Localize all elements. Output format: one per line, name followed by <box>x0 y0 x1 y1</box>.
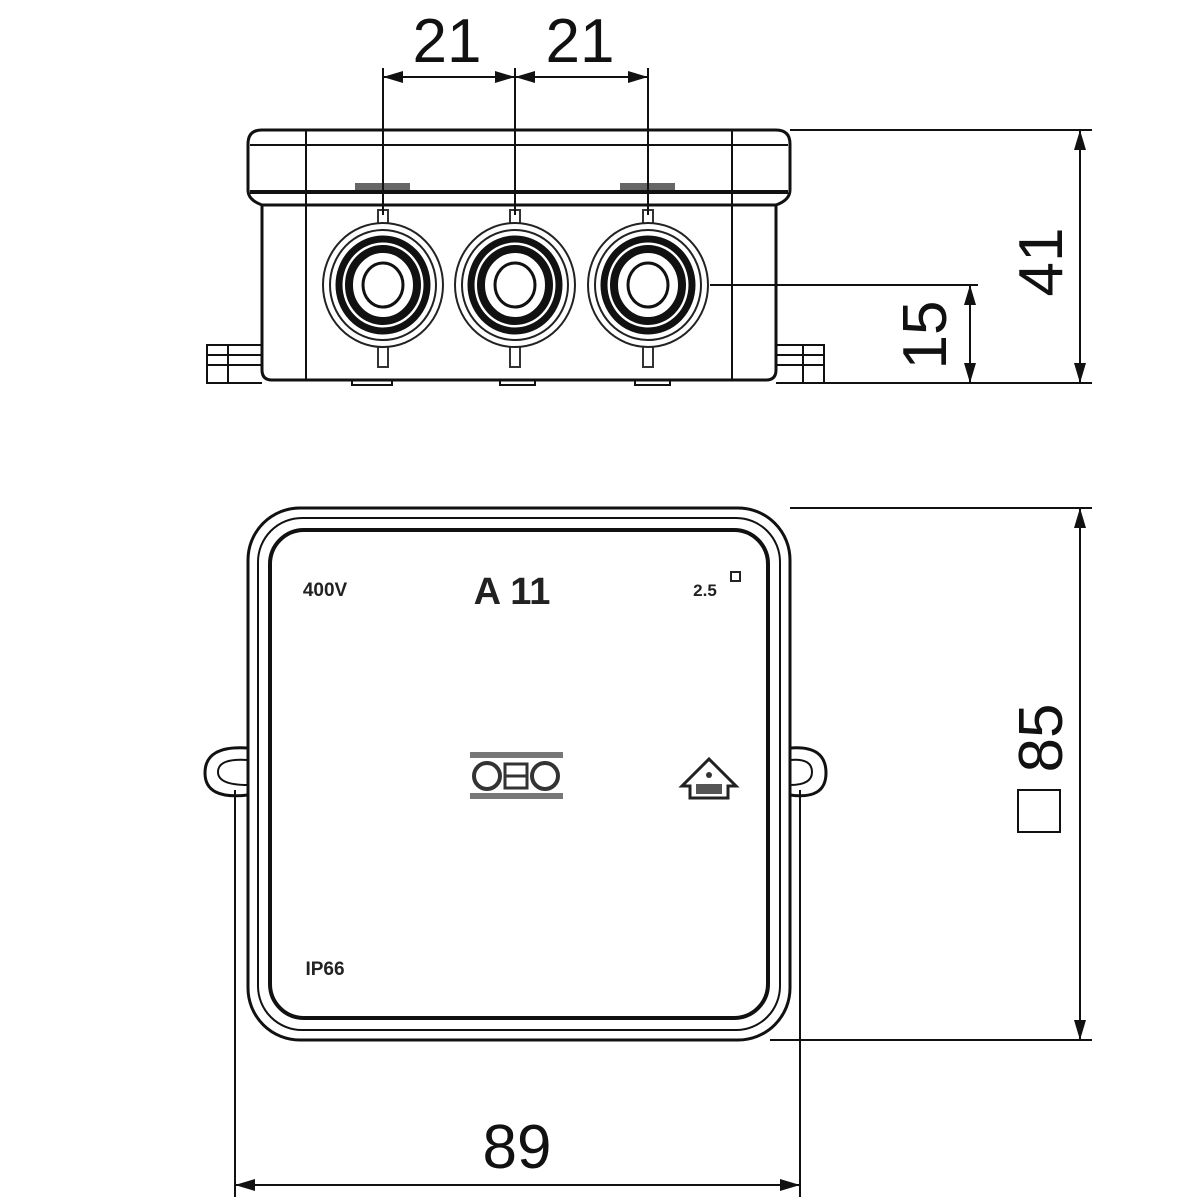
cable-glands <box>322 209 709 368</box>
approval-mark-icon <box>678 756 740 800</box>
height-dimension: 41 15 <box>710 129 1092 384</box>
side-view <box>206 128 825 386</box>
dim-side-square: 85 <box>1007 704 1076 773</box>
cable-gland <box>454 209 576 368</box>
body-side <box>260 205 778 382</box>
dim-width: 89 <box>483 1113 552 1182</box>
ear-right <box>789 746 828 798</box>
dim-gland-height: 15 <box>891 301 960 370</box>
mounting-tab-left <box>206 344 262 384</box>
dim-pitch-right: 21 <box>546 7 615 76</box>
obo-logo <box>470 752 563 799</box>
mounting-tab-right <box>776 344 825 384</box>
label-model: A 11 <box>474 571 551 613</box>
square-symbol-icon <box>730 571 741 582</box>
top-view: 400V A 11 2.5 IP66 <box>203 506 828 1042</box>
pitch-dimension: 21 21 <box>382 7 649 215</box>
label-protection: IP66 <box>305 959 344 980</box>
cable-gland <box>587 209 709 368</box>
label-cross-section: 2.5 <box>693 581 717 600</box>
lid-outline <box>268 528 770 1020</box>
cable-gland <box>322 209 444 368</box>
width-dimension: 89 <box>234 790 801 1197</box>
square-symbol-icon <box>1017 789 1061 833</box>
ear-left <box>203 746 249 798</box>
box-outline <box>246 506 792 1042</box>
label-voltage: 400V <box>303 580 348 601</box>
side-length-dimension: 85 <box>770 507 1092 1041</box>
dim-height-total: 41 <box>1007 228 1076 297</box>
dim-pitch-left: 21 <box>413 7 482 76</box>
